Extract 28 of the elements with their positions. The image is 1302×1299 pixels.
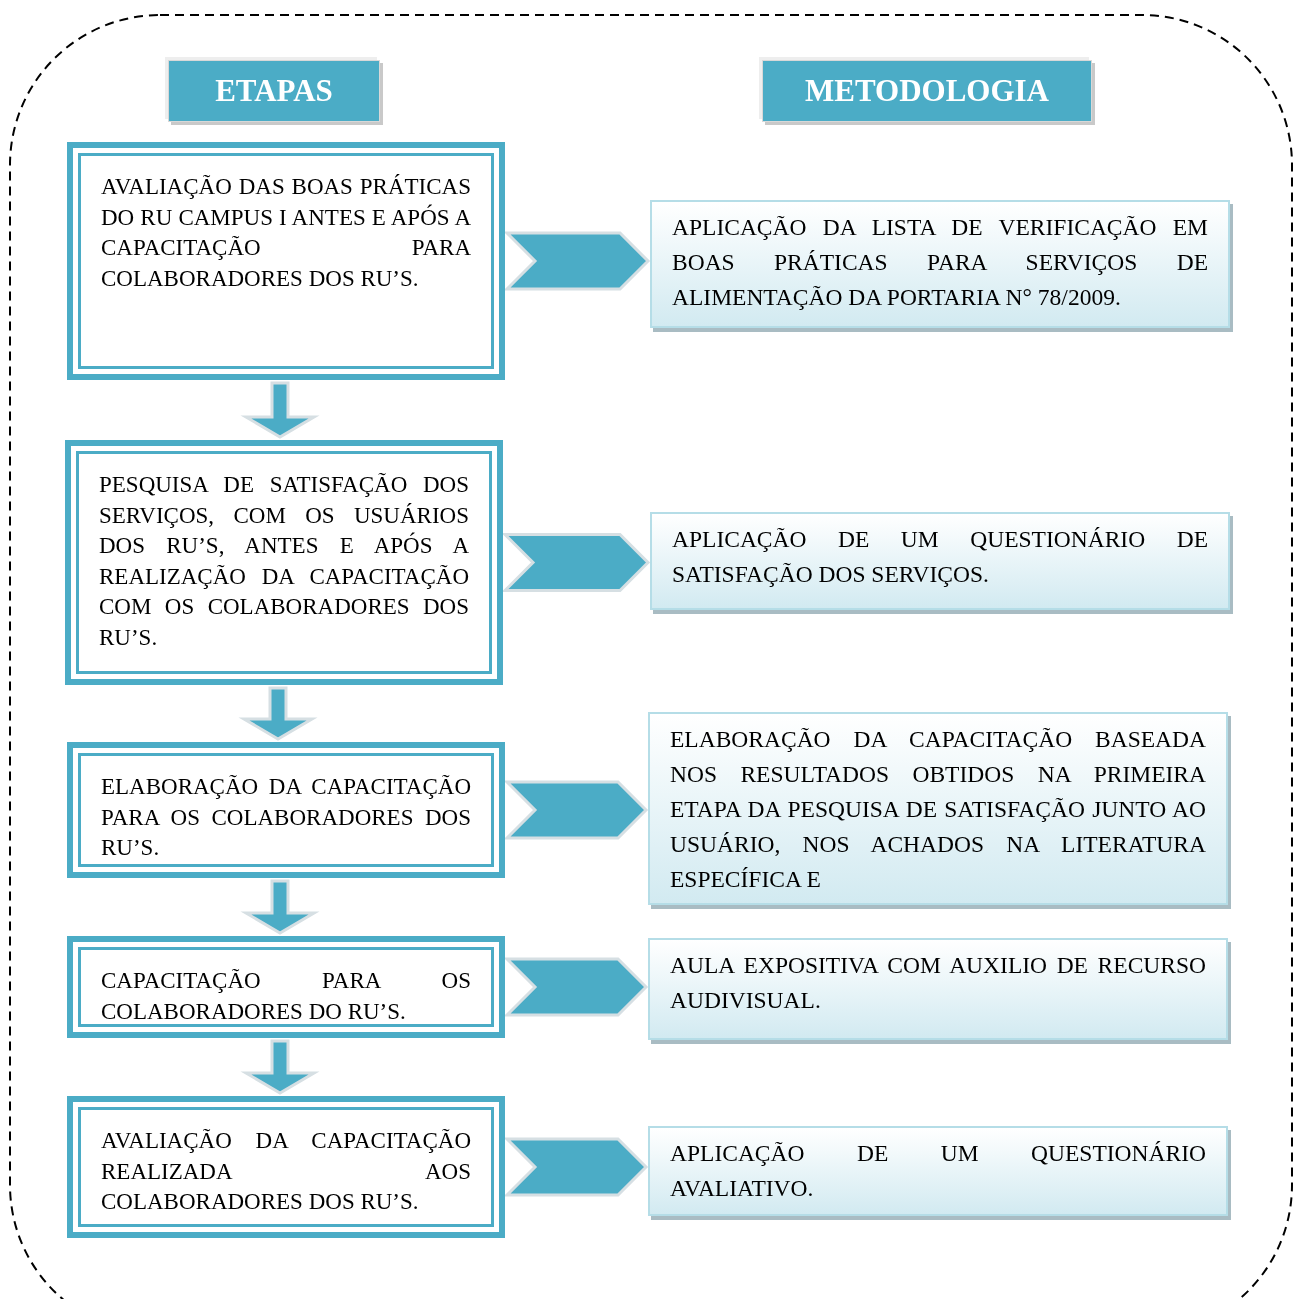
column-header — [762, 60, 1092, 122]
step-text: CAPACITAÇÃO PARA OS COLABORADORES DO RU’S. — [101, 967, 471, 1026]
step-text: ELABORAÇÃO DA CAPACITAÇÃO BASEADA NOS RESULTADOS OBTIDOS NA PRIMEIRA ETAPA DA PESQUISA DE SATISFAÇÃO JUNTO AO USUÁRIO, NOS ACHADOS NA LITERATURA ESPECÍFICA E — [670, 725, 1206, 894]
chevron-arrow — [503, 231, 651, 291]
column-header — [168, 60, 380, 122]
step-text: AVALIAÇÃO DAS BOAS PRÁTICAS DO RU CAMPUS I ANTES E APÓS A CAPACITAÇÃO PARA COLABORADORES DOS RU’S. — [101, 173, 471, 293]
step-box — [67, 936, 505, 1038]
chevron-arrow — [503, 1137, 649, 1197]
down-arrow — [238, 686, 318, 741]
chevron-arrow — [501, 533, 651, 592]
step-text: AULA EXPOSITIVA COM AUXILIO DE RECURSO AUDIVISUAL. — [670, 951, 1206, 1015]
chevron-arrow — [503, 780, 649, 840]
step-text: APLICAÇÃO DA LISTA DE VERIFICAÇÃO EM BOAS PRÁTICAS PARA SERVIÇOS DE ALIMENTAÇÃO DA PORTARIA N° 78/2009. — [672, 213, 1208, 312]
down-arrow — [240, 879, 320, 935]
down-arrow — [240, 1039, 320, 1095]
step-box — [67, 142, 505, 380]
step-text: ELABORAÇÃO DA CAPACITAÇÃO PARA OS COLABORADORES DOS RU’S. — [101, 773, 471, 862]
chevron-arrow — [503, 957, 649, 1017]
step-text: APLICAÇÃO DE UM QUESTIONÁRIO AVALIATIVO. — [670, 1139, 1206, 1203]
down-arrow — [240, 381, 320, 439]
step-box — [67, 1096, 505, 1238]
step-box — [67, 742, 505, 878]
header-text: METODOLOGIA — [805, 73, 1049, 109]
step-text: AVALIAÇÃO DA CAPACITAÇÃO REALIZADA AOS COLABORADORES DOS RU’S. — [101, 1127, 471, 1216]
step-text: PESQUISA DE SATISFAÇÃO DOS SERVIÇOS, COM OS USUÁRIOS DOS RU’S, ANTES E APÓS A REALIZAÇÃO DA CAPACITAÇÃO COM OS COLABORADORES DOS RU’S. — [99, 471, 469, 652]
step-box — [65, 440, 503, 685]
header-text: ETAPAS — [215, 73, 333, 109]
step-text: APLICAÇÃO DE UM QUESTIONÁRIO DE SATISFAÇÃO DOS SERVIÇOS. — [672, 525, 1208, 589]
